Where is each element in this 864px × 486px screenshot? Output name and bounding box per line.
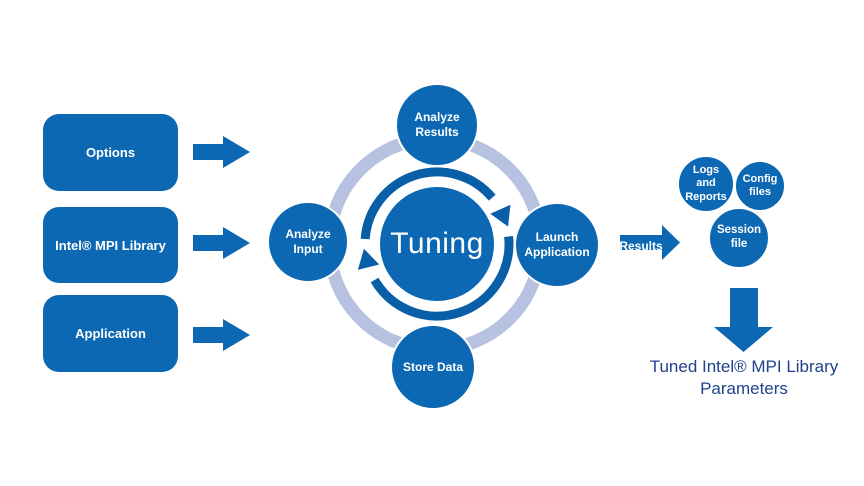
output-label-line: and bbox=[696, 177, 716, 190]
node-label-line: Analyze bbox=[285, 227, 331, 241]
arrow-right-icon bbox=[193, 227, 250, 259]
input-box-intel-mpi-library: Intel® MPI Library bbox=[43, 207, 178, 283]
node-label-line: Store Data bbox=[402, 359, 464, 374]
arrow-right-icon bbox=[193, 136, 250, 168]
results-arrow-label: Results bbox=[619, 239, 663, 253]
output-label-line: Logs bbox=[692, 164, 720, 177]
caption-tuned-parameters: Tuned Intel® MPI Library Parameters bbox=[644, 356, 844, 400]
output-label-line: Session bbox=[716, 224, 762, 237]
cycle-node-store-data: Store Data bbox=[390, 324, 476, 410]
node-label-line: Results bbox=[415, 125, 459, 139]
output-label-line: files bbox=[748, 186, 771, 198]
output-label-line: Config bbox=[742, 172, 778, 185]
input-box-label: Intel® MPI Library bbox=[55, 237, 166, 253]
input-box-options: Options bbox=[43, 114, 178, 191]
output-circle-config-files: Config files bbox=[734, 160, 786, 212]
input-box-label: Application bbox=[75, 326, 146, 341]
input-box-application: Application bbox=[43, 295, 178, 372]
output-label-line: Reports bbox=[685, 190, 727, 203]
output-label-line: file bbox=[730, 238, 748, 250]
output-circle-session-file: Session file bbox=[708, 207, 770, 269]
caption-line: Parameters bbox=[700, 379, 788, 399]
node-label-line: Application bbox=[524, 245, 590, 259]
caption-line: Tuned Intel® MPI Library bbox=[649, 357, 839, 376]
cycle-node-analyze-input: Analyze Input bbox=[267, 201, 349, 283]
input-box-label: Options bbox=[85, 145, 136, 160]
output-circle-logs-and-reports: Logs and Reports bbox=[677, 155, 735, 213]
arrow-right-icon bbox=[193, 319, 250, 351]
rotation-arrows-icon bbox=[357, 167, 514, 321]
tuning-circle: Tuning bbox=[380, 187, 494, 301]
node-label-line: Analyze bbox=[414, 110, 460, 124]
results-arrow-icon bbox=[620, 225, 680, 260]
node-label-line: Launch bbox=[535, 230, 579, 244]
cycle-node-analyze-results: Analyze Results bbox=[395, 83, 479, 167]
arrow-down-icon bbox=[714, 288, 773, 352]
cycle-node-launch-application: Launch Application bbox=[514, 202, 600, 288]
tuning-label: Tuning bbox=[390, 227, 484, 260]
node-label-line: Input bbox=[293, 242, 323, 256]
